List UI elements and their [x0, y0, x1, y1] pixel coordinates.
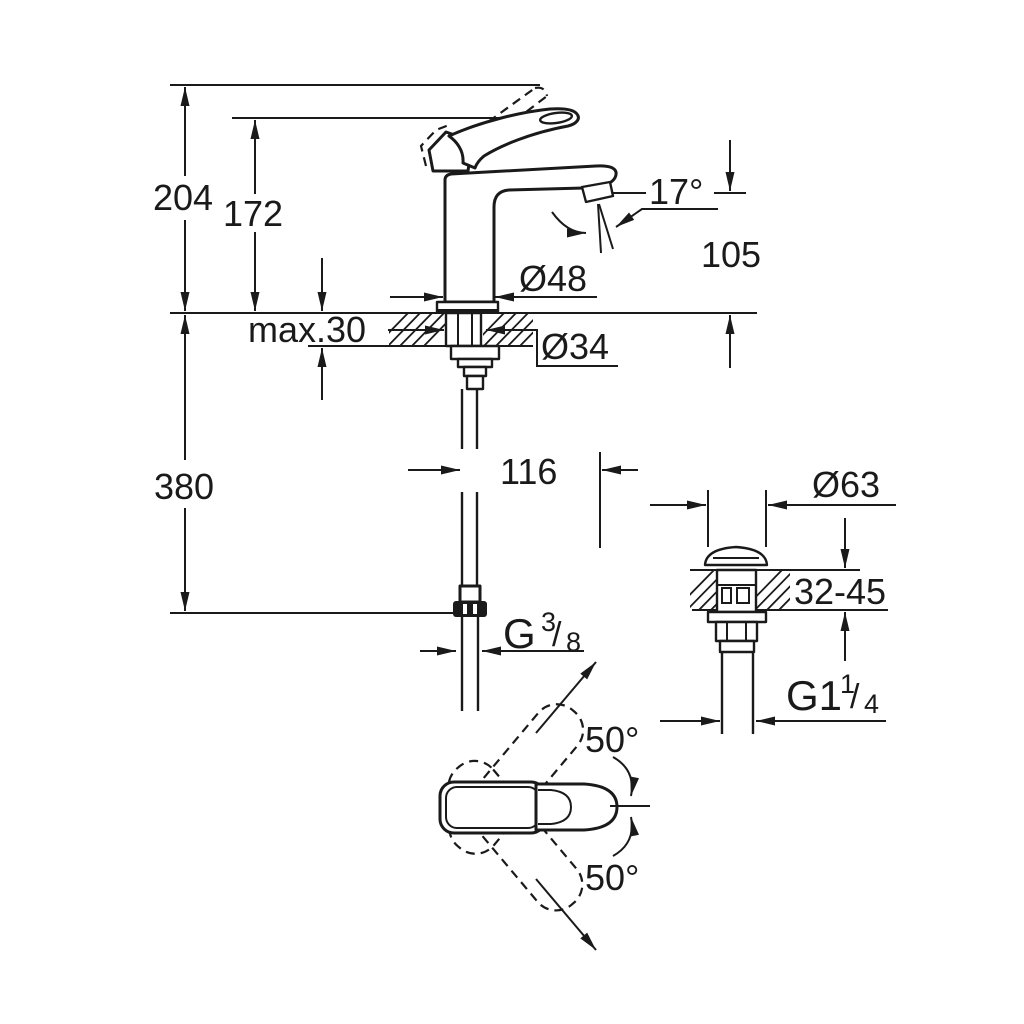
supply-thread-slash: / — [552, 616, 562, 654]
supply-thread-numerator: 3 — [541, 607, 556, 637]
dim-overall-height: 204 — [153, 177, 213, 218]
handle-body-top — [438, 780, 547, 835]
hose-connector — [453, 584, 487, 711]
faucet-body — [443, 164, 618, 304]
dim-waste-deck-range: 32-45 — [794, 571, 886, 612]
dim-swivel-angle-up: 50° — [585, 719, 639, 760]
waste-cap — [703, 545, 769, 567]
faucet-side-view — [419, 86, 618, 711]
waste-thread-numerator: 1 — [840, 669, 855, 699]
supply-thread-denominator: 8 — [566, 627, 581, 657]
dim-handle-height: 172 — [223, 193, 283, 234]
mounting-shank — [444, 311, 483, 348]
mounting-locknut — [449, 344, 501, 361]
dimension-annotations: 204 172 380 max.30 Ø48 Ø34 17° 105 — [153, 87, 896, 951]
supply-hose — [460, 389, 479, 586]
dim-spout-angle: 17° — [649, 171, 703, 212]
dim-waste-flange-diameter: Ø63 — [812, 464, 880, 505]
dim-hose-length: 380 — [154, 466, 214, 507]
dim-base-diameter: Ø48 — [519, 258, 587, 299]
dim-shank-diameter: Ø34 — [541, 326, 609, 367]
spout-aerator — [580, 180, 615, 204]
dim-spout-reach: 116 — [500, 451, 557, 492]
handle-swivel-down-dashed — [447, 759, 584, 912]
waste-assembly-detail — [690, 545, 888, 734]
waste-thread-slash: / — [850, 678, 860, 716]
supply-thread-base: G — [503, 610, 536, 657]
label-supply-thread: G 3 / 8 — [503, 607, 581, 657]
waste-flange — [706, 610, 768, 624]
handle-top-view — [438, 703, 619, 912]
dim-swivel-angle-down: 50° — [585, 857, 639, 898]
label-waste-thread: G1 1 / 4 — [786, 669, 879, 719]
handle-swivel-up-dashed — [448, 703, 585, 855]
flow-reference-line — [597, 203, 602, 254]
waste-thread-base: G1 — [786, 672, 842, 719]
dim-max-deck-thickness: max.30 — [248, 309, 366, 350]
waste-hex-nut — [714, 620, 759, 643]
lever-tip-detail — [538, 111, 574, 125]
dim-outlet-height: 105 — [701, 234, 761, 275]
waste-thread-denominator: 4 — [864, 689, 879, 719]
handle-blade-top — [534, 782, 619, 832]
